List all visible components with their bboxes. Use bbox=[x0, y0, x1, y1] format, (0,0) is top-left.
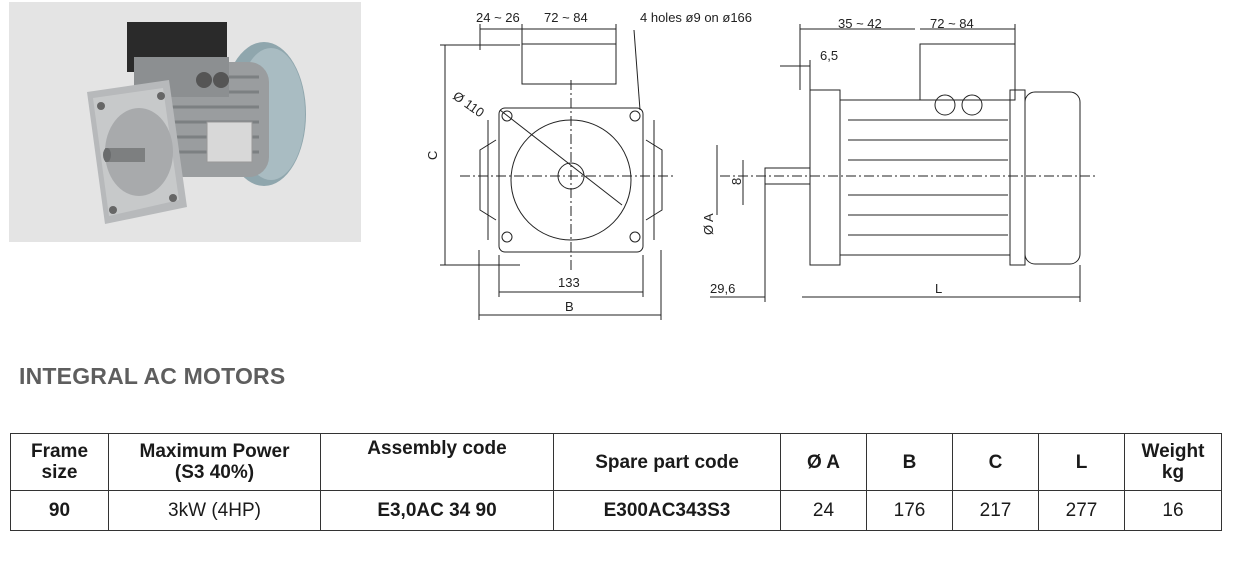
header-assembly-code: Assembly code bbox=[320, 433, 554, 491]
dim-29-6: 29,6 bbox=[710, 281, 735, 296]
dim-l: L bbox=[935, 281, 942, 296]
cell-c: 217 bbox=[952, 490, 1039, 531]
cell-b: 176 bbox=[866, 490, 953, 531]
dim-c: C bbox=[425, 151, 440, 160]
cell-power: 3kW (4HP) bbox=[108, 490, 321, 531]
dim-8: 8 bbox=[729, 178, 744, 185]
dimension-drawing: 24 ~ 26 72 ~ 84 4 holes ø9 on ø166 35 ~ … bbox=[425, 10, 1095, 320]
dim-6-5: 6,5 bbox=[820, 48, 838, 63]
dim-133: 133 bbox=[558, 275, 580, 290]
dim-72-84-side: 72 ~ 84 bbox=[930, 16, 974, 31]
cell-l: 277 bbox=[1038, 490, 1125, 531]
header-l: L bbox=[1038, 433, 1125, 491]
dim-72-84-front: 72 ~ 84 bbox=[544, 10, 588, 25]
header-oa: Ø A bbox=[780, 433, 867, 491]
header-b: B bbox=[866, 433, 953, 491]
section-title: INTEGRAL AC MOTORS bbox=[19, 363, 286, 389]
motor-photo bbox=[9, 2, 361, 242]
header-spare-part-code: Spare part code bbox=[553, 433, 781, 491]
header-max-power: Maximum Power (S3 40%) bbox=[108, 433, 321, 491]
table-header-row: Frame size Maximum Power (S3 40%) Assemb… bbox=[10, 433, 1222, 491]
cell-oa: 24 bbox=[780, 490, 867, 531]
cell-spare: E300AC343S3 bbox=[553, 490, 781, 531]
dim-holes: 4 holes ø9 on ø166 bbox=[640, 10, 752, 25]
dim-oa: Ø A bbox=[701, 213, 716, 235]
dim-35-42: 35 ~ 42 bbox=[838, 16, 882, 31]
table-row: 90 3kW (4HP) E3,0AC 34 90 E300AC343S3 24… bbox=[10, 490, 1222, 531]
dim-24-26: 24 ~ 26 bbox=[476, 10, 520, 25]
spec-table: Frame size Maximum Power (S3 40%) Assemb… bbox=[10, 433, 1222, 531]
dim-b: B bbox=[565, 299, 574, 314]
cell-frame: 90 bbox=[10, 490, 109, 531]
header-frame-size: Frame size bbox=[10, 433, 109, 491]
cell-weight: 16 bbox=[1124, 490, 1222, 531]
cell-assembly: E3,0AC 34 90 bbox=[320, 490, 554, 531]
dim-dia-110: Ø 110 bbox=[450, 88, 487, 120]
header-weight: Weight kg bbox=[1124, 433, 1222, 491]
header-c: C bbox=[952, 433, 1039, 491]
